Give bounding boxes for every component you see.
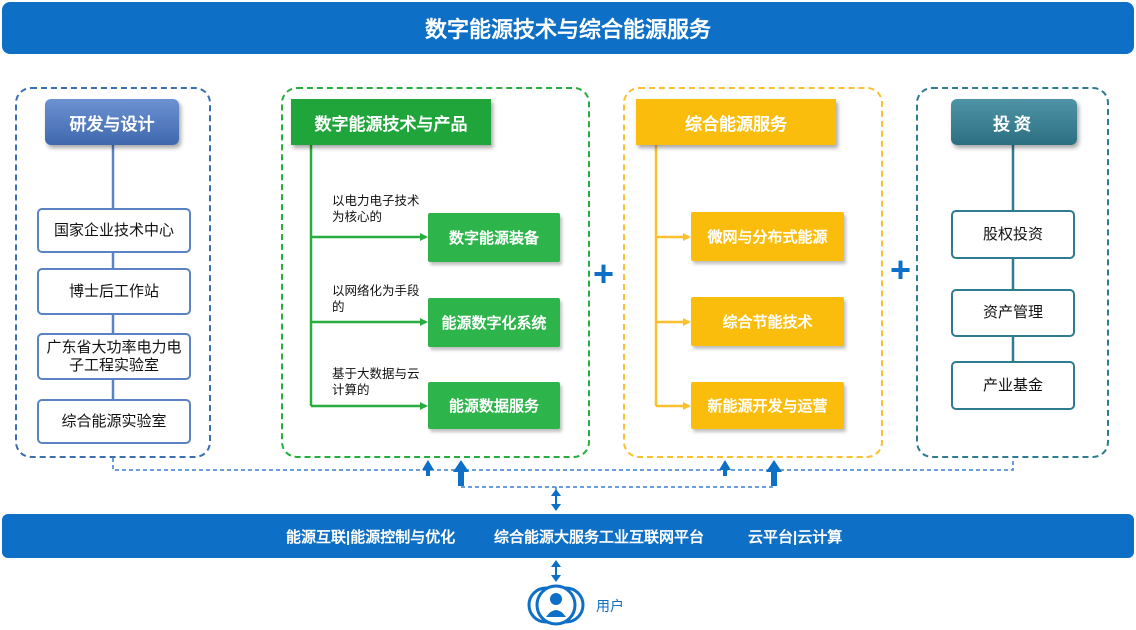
rd-item-label: 广东省大功率电力电子工程实验室 — [46, 338, 182, 374]
invest-panel — [916, 87, 1109, 458]
double-arrow-platform — [551, 489, 561, 511]
service-item-new-energy: 新能源开发与运营 — [691, 382, 844, 429]
digital-item-equipment: 数字能源装备 — [428, 213, 560, 262]
invest-header: 投资 — [951, 99, 1077, 145]
invest-item-label: 产业基金 — [982, 376, 1043, 394]
users-icon — [527, 584, 585, 626]
digital-header-label: 数字能源技术与产品 — [314, 114, 468, 134]
digital-connectors — [309, 145, 428, 410]
rd-item-label: 国家企业技术中心 — [53, 221, 174, 239]
service-header: 综合能源服务 — [636, 99, 836, 145]
service-header-label: 综合能源服务 — [685, 114, 787, 134]
digital-item-label: 能源数据服务 — [448, 398, 539, 415]
rd-header-label: 研发与设计 — [69, 114, 155, 134]
rd-item-postdoc: 博士后工作站 — [37, 268, 191, 315]
digital-item-data-service: 能源数据服务 — [428, 382, 560, 429]
service-item-label: 微网与分布式能源 — [707, 229, 828, 246]
service-panel — [623, 87, 883, 458]
small-up-arrows — [422, 460, 731, 476]
invest-item-label: 资产管理 — [982, 304, 1043, 321]
feedback-lines — [112, 458, 1014, 510]
digital-item-label: 能源数字化系统 — [441, 315, 547, 332]
digital-item-system: 能源数字化系统 — [428, 298, 560, 347]
service-item-label: 新能源开发与运营 — [707, 398, 828, 415]
double-arrow-user — [551, 560, 561, 582]
big-up-arrows — [453, 460, 782, 486]
digital-item-label: 数字能源装备 — [448, 230, 539, 247]
invest-item-asset: 资产管理 — [951, 289, 1075, 337]
rd-panel — [15, 87, 211, 458]
invest-item-fund: 产业基金 — [951, 361, 1075, 410]
rd-item-energy-lab: 综合能源实验室 — [37, 399, 191, 444]
service-connectors — [654, 145, 691, 410]
rd-item-national-center: 国家企业技术中心 — [37, 208, 191, 253]
digital-panel — [281, 87, 590, 458]
user-label: 用户 — [596, 598, 624, 614]
platform-item-cloud: 云平台|云计算 — [748, 529, 843, 546]
service-item-label: 综合节能技术 — [722, 314, 813, 331]
platform-item-industrial-internet: 综合能源大服务工业互联网平台 — [494, 529, 705, 546]
digital-annotation-3: 基于大数据与云计算的 — [332, 367, 420, 397]
invest-item-equity: 股权投资 — [951, 210, 1075, 259]
rd-header: 研发与设计 — [45, 99, 179, 145]
plus-icon: + — [593, 253, 615, 294]
invest-item-label: 股权投资 — [982, 225, 1043, 243]
rd-item-label: 综合能源实验室 — [61, 412, 167, 430]
rd-item-lab-power: 广东省大功率电力电子工程实验室 — [37, 333, 191, 380]
service-item-energy-saving: 综合节能技术 — [691, 297, 844, 346]
platform-banner: 能源互联|能源控制与优化 综合能源大服务工业互联网平台 云平台|云计算 — [2, 514, 1134, 558]
platform-item-energy-interconnect: 能源互联|能源控制与优化 — [286, 529, 456, 546]
digital-annotation-1: 以电力电子技术为核心的 — [332, 194, 420, 224]
page-title: 数字能源技术与综合能源服务 — [424, 17, 711, 42]
digital-annotation-2: 以网络化为手段的 — [332, 284, 420, 314]
digital-header: 数字能源技术与产品 — [291, 99, 491, 145]
invest-header-label: 投资 — [993, 114, 1035, 134]
rd-item-label: 博士后工作站 — [68, 282, 159, 300]
plus-icon: + — [890, 249, 912, 290]
service-item-microgrid: 微网与分布式能源 — [691, 212, 844, 261]
page-title-banner: 数字能源技术与综合能源服务 — [2, 2, 1134, 54]
